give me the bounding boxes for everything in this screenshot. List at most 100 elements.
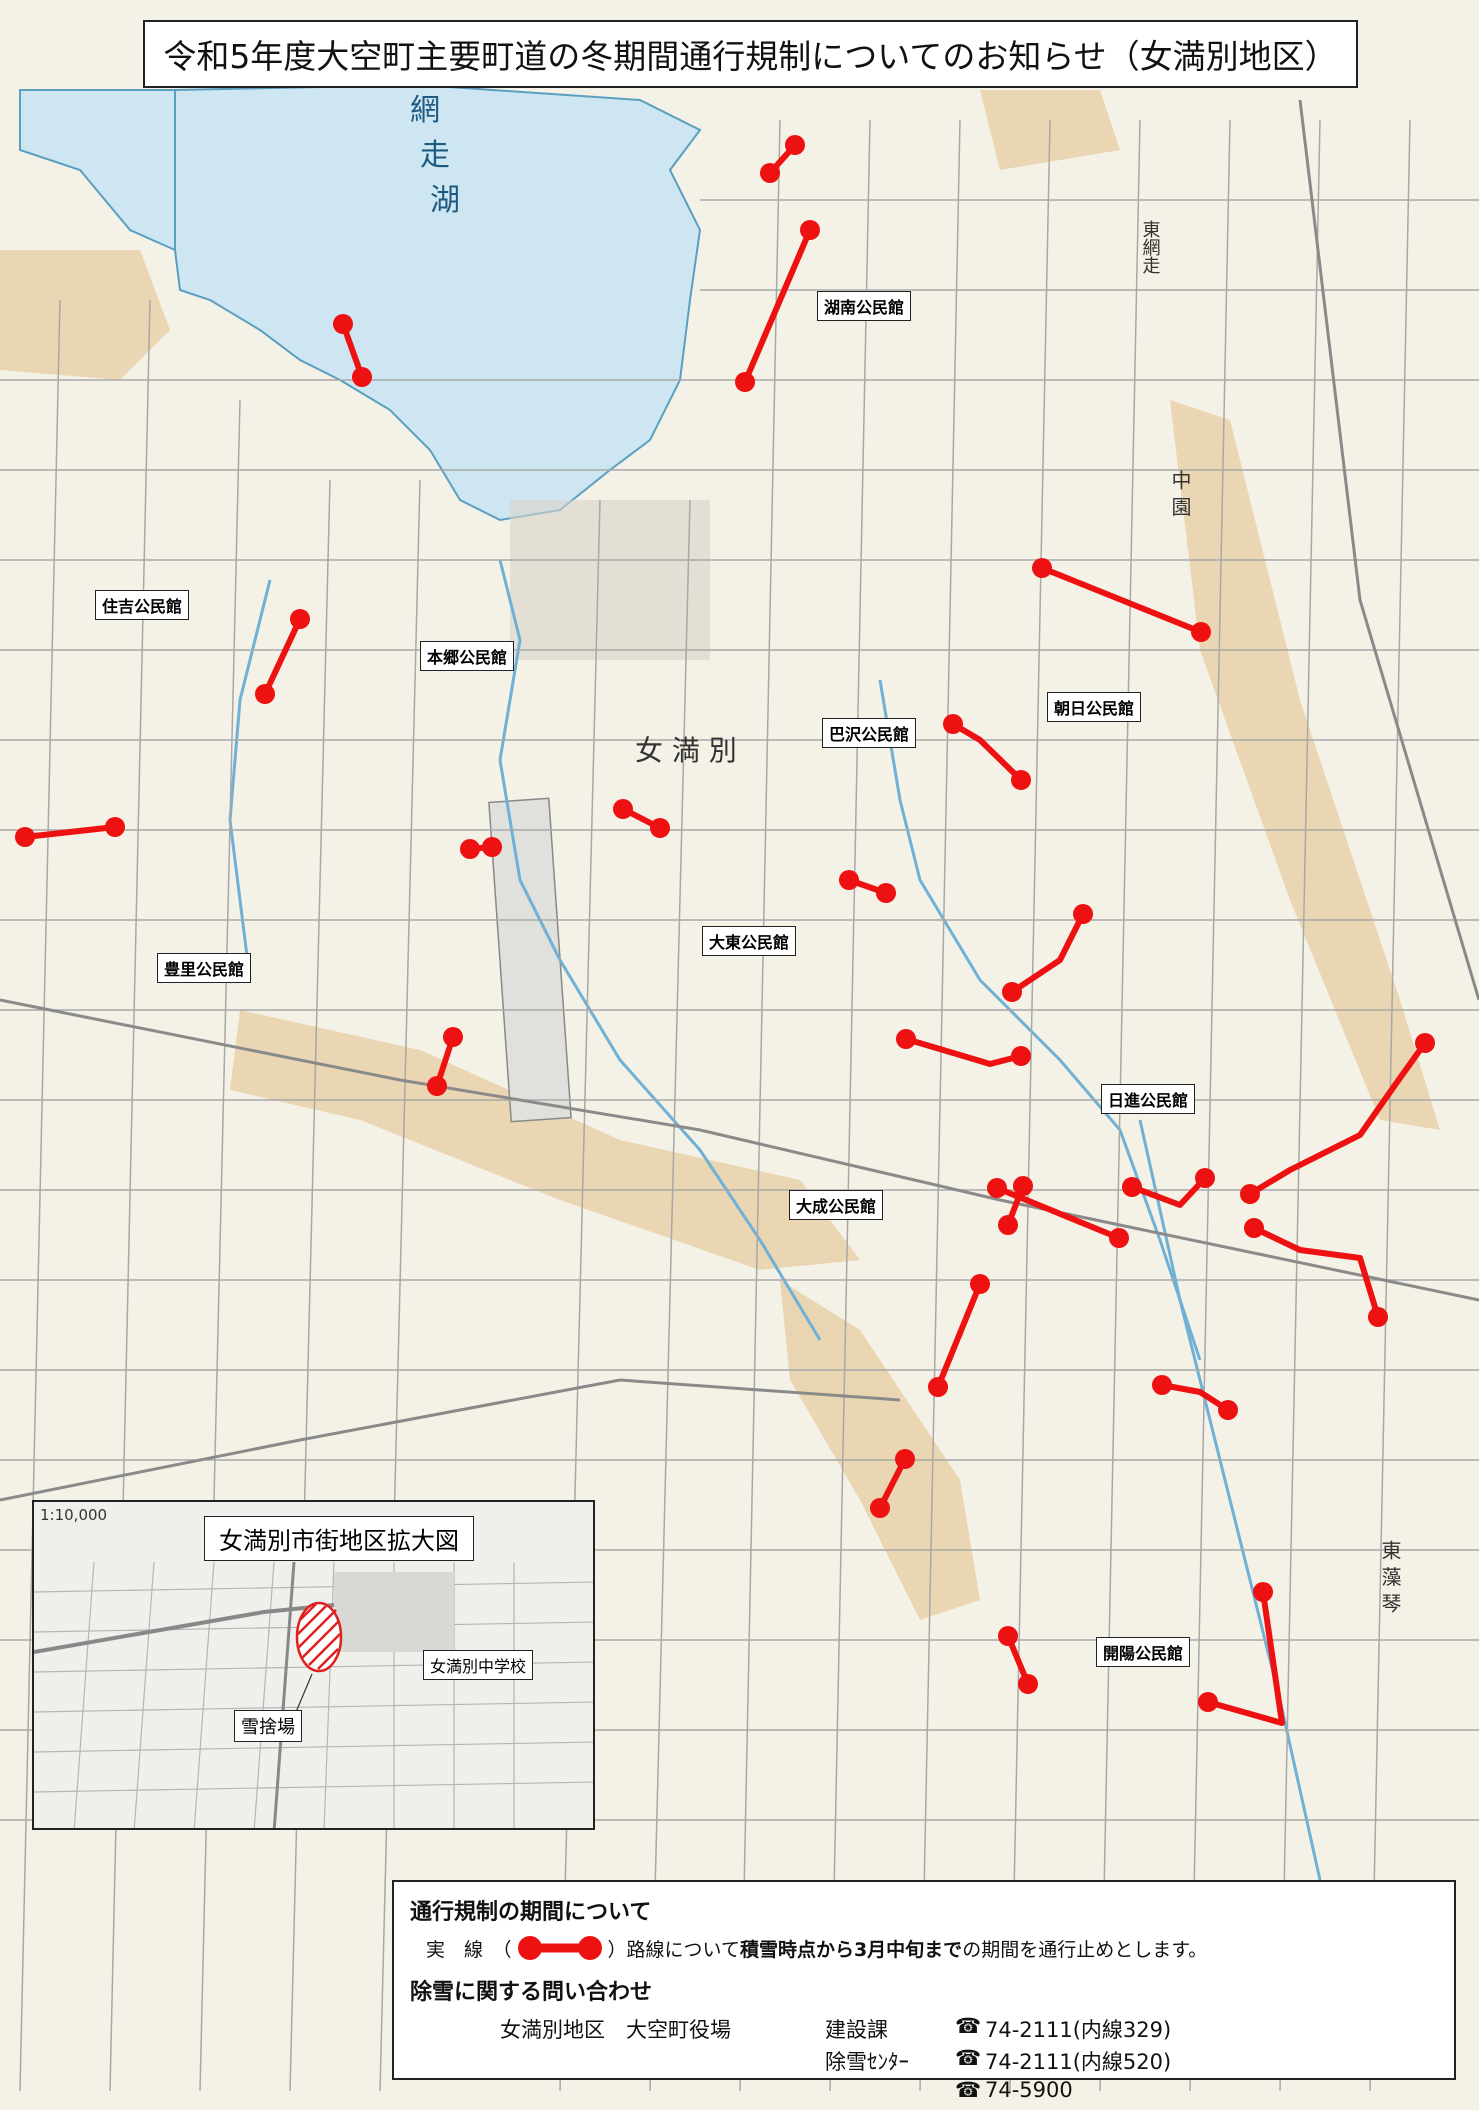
closed-route-15-end: [998, 1215, 1018, 1235]
closed-route-21-start: [895, 1449, 915, 1469]
closed-route-11: [1010, 912, 1086, 995]
closed-route-11-end: [1002, 982, 1022, 1002]
lake-name-2: 走: [420, 138, 450, 173]
area-name-tosho: 東網走: [1140, 220, 1161, 274]
contact-dept1: 建設課: [825, 2018, 888, 2042]
closed-route-9-end: [1191, 622, 1211, 642]
label-kaiyo: 開陽公民館: [1096, 1637, 1191, 1667]
lake-name-1: 網: [410, 93, 440, 128]
closed-route-5-end: [105, 817, 125, 837]
closed-route-12-end: [1011, 1046, 1031, 1066]
closed-route-17-end: [1240, 1184, 1260, 1204]
area-name-nakazono: 中 園: [1168, 470, 1192, 517]
closed-route-16: [1130, 1175, 1208, 1208]
info-legend-row: 実 線 （ ）路線について 積雪時点から3月中旬まで の期間を通行止めとします。: [426, 1934, 1438, 1962]
inset-snow-dump-label: 雪捨場: [234, 1710, 302, 1742]
contact-dept2: 除雪ｾﾝﾀｰ: [825, 2050, 909, 2074]
closed-route-8-end: [876, 883, 896, 903]
snow-dump-area: [295, 1601, 343, 1673]
closed-route-6-start: [460, 839, 480, 859]
contact-block: 女満別地区 大空町役場 建設課 除雪ｾﾝﾀｰ ☎ 74-2111(内線329) …: [410, 2014, 1438, 2110]
closed-route-10-end: [1011, 770, 1031, 790]
closed-route-19-start: [970, 1274, 990, 1294]
closed-route-14-start: [987, 1178, 1007, 1198]
closed-routes: [15, 135, 1435, 1726]
solid-line-label: 実 線 （: [426, 1938, 512, 1961]
label-taisei: 大成公民館: [789, 1190, 884, 1220]
closed-route-16-start: [1122, 1177, 1142, 1197]
closed-route-18-end: [1368, 1307, 1388, 1327]
info-heading-period: 通行規制の期間について: [410, 1900, 652, 1925]
closed-route-16-end: [1195, 1168, 1215, 1188]
map-district-names: 女 満 別 東網走 中 園 東 藻 琴: [635, 220, 1402, 1613]
closed-route-9: [1040, 565, 1203, 635]
phone-icon: ☎: [955, 2078, 982, 2102]
closed-route-12-start: [896, 1029, 916, 1049]
closed-route-1-start: [785, 135, 805, 155]
closed-route-3-end: [352, 367, 372, 387]
info-box: 通行規制の期間について 実 線 （ ）路線について 積雪時点から3月中旬まで の…: [392, 1880, 1456, 2102]
closed-route-18-start: [1244, 1218, 1264, 1238]
lake-shore: [19, 89, 176, 252]
page-title: 令和5年度大空町主要町道の冬期間通行規制についてのお知らせ（女満別地区）: [143, 20, 1358, 88]
closed-route-10-start: [943, 714, 963, 734]
closed-route-19-end: [928, 1377, 948, 1397]
inset-school-label: 女満別中学校: [423, 1650, 534, 1680]
info-heading-contact: 除雪に関する問い合わせ: [410, 1980, 653, 2005]
closed-route-18: [1252, 1225, 1381, 1318]
area-name-higashimokoto: 東 藻 琴: [1378, 1540, 1402, 1613]
area-name-memanbetsu: 女 満 別: [635, 734, 737, 767]
closed-route-8-start: [839, 870, 859, 890]
closed-route-12: [905, 1036, 1022, 1067]
closed-route-4-end: [255, 684, 275, 704]
closed-route-2-start: [800, 220, 820, 240]
inset-map: 1:10,000 女満別市街地区拡大図 女満別中学校 雪捨場: [32, 1500, 595, 1830]
phone-icon: ☎: [955, 2014, 982, 2038]
closed-route-7-start: [613, 799, 633, 819]
closed-route-17: [1248, 1041, 1428, 1197]
closed-route-5-start: [15, 827, 35, 847]
label-nisshin: 日進公民館: [1101, 1084, 1196, 1114]
closed-route-9-start: [1032, 558, 1052, 578]
label-konan: 湖南公民館: [817, 291, 912, 321]
label-daito: 大東公民館: [702, 926, 797, 956]
contact-tel2: 74-2111(内線520): [985, 2050, 1172, 2074]
closed-route-2-end: [735, 372, 755, 392]
closed-route-23: [1207, 1591, 1285, 1726]
closed-route-11-start: [1073, 904, 1093, 924]
map-place-names: 網 走 湖: [410, 93, 460, 218]
inset-scale: 1:10,000: [40, 1506, 108, 1524]
label-asahi: 朝日公民館: [1047, 692, 1142, 722]
legend-desc-pre: ）路線について: [607, 1938, 740, 1961]
closed-route-1-end: [760, 163, 780, 183]
phone-icon: ☎: [955, 2046, 982, 2070]
closed-route-7-end: [650, 818, 670, 838]
inset-title: 女満別市街地区拡大図: [204, 1516, 474, 1561]
closed-route-17-start: [1415, 1033, 1435, 1053]
label-toyosato: 豊里公民館: [157, 953, 252, 983]
contact-district: 女満別地区 大空町役場: [500, 2018, 731, 2042]
terrain-belts: [0, 90, 1440, 1620]
label-hongo: 本郷公民館: [420, 641, 515, 671]
legend-route-icon: [517, 1936, 602, 1960]
closed-route-5: [24, 824, 116, 840]
closed-route-13-end: [427, 1076, 447, 1096]
closed-route-20-start: [1152, 1375, 1172, 1395]
main-roads: [0, 99, 1479, 1502]
closed-route-21-end: [870, 1498, 890, 1518]
closed-route-10: [951, 721, 1024, 783]
closed-route-2: [742, 228, 813, 384]
closed-route-23-start: [1253, 1582, 1273, 1602]
closed-route-23-end: [1198, 1692, 1218, 1712]
legend-desc-post: の期間を通行止めとします。: [962, 1938, 1208, 1961]
closed-route-20-end: [1218, 1400, 1238, 1420]
closed-route-20: [1161, 1382, 1230, 1413]
closed-route-6-end: [482, 837, 502, 857]
label-tomoezawa: 巴沢公民館: [822, 718, 917, 748]
closed-route-22-end: [1018, 1674, 1038, 1694]
closed-route-22-start: [998, 1626, 1018, 1646]
closed-route-4: [262, 617, 303, 696]
closed-route-3-start: [333, 314, 353, 334]
town-area: [510, 500, 710, 660]
lake-name-3: 湖: [430, 183, 460, 218]
